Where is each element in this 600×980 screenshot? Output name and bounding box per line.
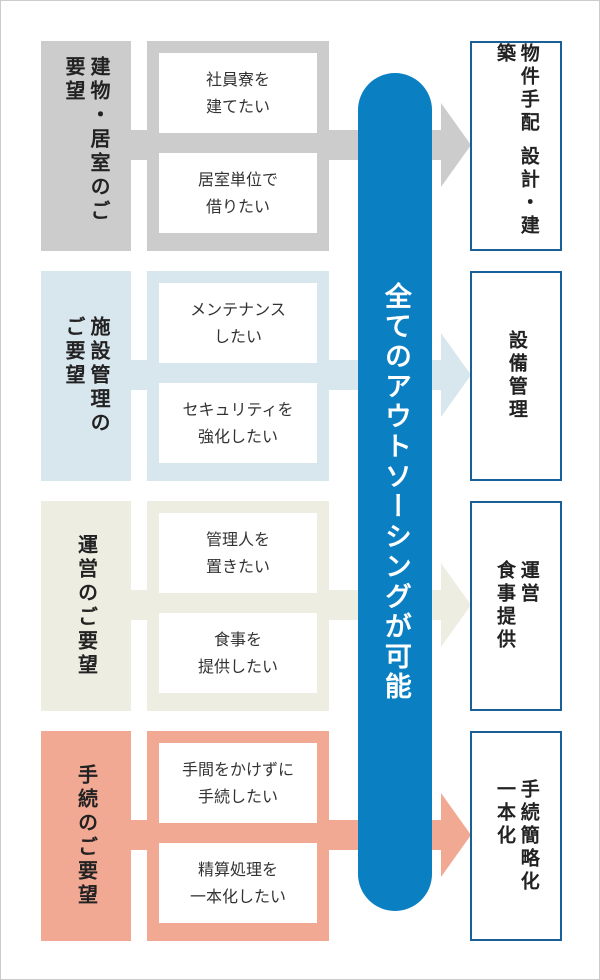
- category-label-procedure: 手続のご要望: [74, 764, 99, 908]
- arrow-head: [441, 333, 471, 417]
- result-label-facility: 設備管理: [505, 330, 528, 422]
- needs-panel-procedure: 手間をかけずに 手続したい 精算処理を 一本化したい: [147, 731, 329, 941]
- need-box: 食事を 提供したい: [159, 613, 317, 693]
- category-block-facility: 施設管理の ご要望: [41, 271, 131, 481]
- need-box: 手間をかけずに 手続したい: [159, 743, 317, 823]
- category-block-operation: 運営のご要望: [41, 501, 131, 711]
- category-block-building: 建物・居室のご要望: [41, 41, 131, 251]
- category-label-facility: 施設管理の ご要望: [62, 316, 111, 436]
- needs-panel-building: 社員寮を 建てたい 居室単位で 借りたい: [147, 41, 329, 251]
- need-box: 管理人を 置きたい: [159, 513, 317, 593]
- result-box-building: 物件手配 設計・建築: [470, 41, 562, 251]
- result-label-building: 物件手配 設計・建築: [494, 43, 540, 238]
- category-label-operation: 運営のご要望: [74, 534, 99, 678]
- need-box: 居室単位で 借りたい: [159, 153, 317, 233]
- result-label-operation: 運営 食事提供: [494, 560, 540, 652]
- need-box: 精算処理を 一本化したい: [159, 843, 317, 923]
- needs-panel-operation: 管理人を 置きたい 食事を 提供したい: [147, 501, 329, 711]
- outsourcing-label: 全てのアウトソーシングが可能: [379, 282, 411, 702]
- arrow-head: [441, 103, 471, 187]
- result-box-procedure: 手続簡略化 一本化: [470, 731, 562, 941]
- need-box: セキュリティを 強化したい: [159, 383, 317, 463]
- arrow-head: [441, 563, 471, 647]
- category-block-procedure: 手続のご要望: [41, 731, 131, 941]
- result-label-procedure: 手続簡略化 一本化: [494, 778, 540, 894]
- result-box-facility: 設備管理: [470, 271, 562, 481]
- needs-panel-facility: メンテナンス したい セキュリティを 強化したい: [147, 271, 329, 481]
- result-box-operation: 運営 食事提供: [470, 501, 562, 711]
- arrow-head: [441, 793, 471, 877]
- outsourcing-pill: 全てのアウトソーシングが可能: [358, 73, 432, 911]
- category-label-building: 建物・居室のご要望: [62, 56, 111, 224]
- need-box: 社員寮を 建てたい: [159, 53, 317, 133]
- need-box: メンテナンス したい: [159, 283, 317, 363]
